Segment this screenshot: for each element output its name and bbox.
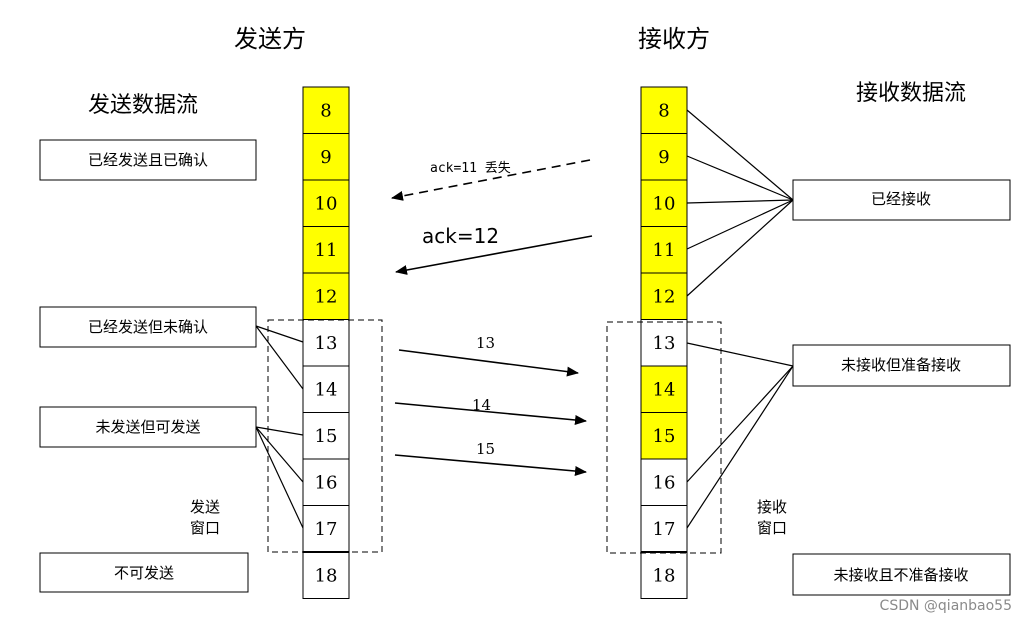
receiver-category-not-ready-label: 未接收且不准备接收 <box>833 566 968 584</box>
sender-category-not-sendable-label: 不可发送 <box>114 564 174 582</box>
ack-ok-label: ack=12 <box>422 224 499 248</box>
sender-category-sent-unacked-label: 已经发送但未确认 <box>88 318 208 336</box>
receiver-cell-12-label: 12 <box>653 286 676 307</box>
sender-sequence-column: 8 9 10 11 12 13 14 15 16 17 18 <box>302 86 350 599</box>
sender-cell-9-box <box>302 133 350 181</box>
sender-cell-14-label: 14 <box>315 379 338 400</box>
sender-cell-10-label: 10 <box>315 193 338 214</box>
receiver-title: 接收方 <box>638 25 710 53</box>
sender-cell-10: 10 <box>302 179 350 227</box>
receiver-cell-9-label: 9 <box>658 147 669 168</box>
receiver-cell-10: 10 <box>640 179 688 227</box>
receiver-cell-10-label: 10 <box>653 193 676 214</box>
sender-cell-15: 15 <box>302 412 350 460</box>
receiver-cell-13-label: 13 <box>653 333 676 354</box>
receiver-cell-8: 8 <box>640 86 688 134</box>
receiver-cell-11-label: 11 <box>653 240 676 261</box>
receiver-window-label-line1: 接收 <box>757 498 787 516</box>
sender-window-label-line2: 窗口 <box>190 519 220 537</box>
segment-15-label: 15 <box>476 440 495 458</box>
sender-cell-17-label: 17 <box>315 519 338 540</box>
segment-15-arrow <box>394 454 587 477</box>
sender-cell-18-label: 18 <box>315 565 338 586</box>
sender-cell-13-box <box>302 319 350 367</box>
receiver-cell-16: 16 <box>640 458 688 506</box>
ack-lost-label: ack=11 丢失 <box>430 161 511 176</box>
receiver-sequence-column: 8 9 10 11 12 13 14 15 16 17 18 <box>640 86 688 599</box>
receiver-cell-14: 14 <box>640 365 688 413</box>
sender-stream-title: 发送数据流 <box>88 93 198 118</box>
sender-cell-8-label: 8 <box>320 100 331 121</box>
sender-cell-11-label: 11 <box>315 240 338 261</box>
sender-cell-13-label: 13 <box>315 333 338 354</box>
sender-cell-16: 16 <box>302 458 350 506</box>
receiver-cell-14-box <box>640 365 688 413</box>
receiver-cell-9: 9 <box>640 133 688 181</box>
sender-cell-18: 18 <box>302 551 350 599</box>
receiver-cell-9-box <box>640 133 688 181</box>
receiver-cell-18: 18 <box>640 551 688 599</box>
sender-category-sendable: 未发送但可发送 <box>39 406 257 448</box>
receiver-category-received: 已经接收 <box>792 179 1011 221</box>
sender-category-not-sendable: 不可发送 <box>39 552 249 593</box>
receiver-cell-14-label: 14 <box>653 379 676 400</box>
sender-cell-10-box <box>302 179 350 227</box>
ack-ok-arrow <box>395 235 593 275</box>
receiver-stream-title: 接收数据流 <box>856 81 966 106</box>
sender-cell-17-box <box>302 505 350 553</box>
sender-cell-11-box <box>302 226 350 274</box>
receiver-cell-18-box <box>640 551 688 599</box>
segment-13-arrow <box>398 349 579 377</box>
sender-cell-18-box <box>302 551 350 599</box>
sender-category-acked: 已经发送且已确认 <box>39 139 257 181</box>
sender-cell-11: 11 <box>302 226 350 274</box>
receiver-cell-17: 17 <box>640 505 688 553</box>
receiver-window-label-line2: 窗口 <box>757 519 787 537</box>
sender-category-acked-label: 已经发送且已确认 <box>88 151 208 169</box>
receiver-cell-13: 13 <box>640 319 688 367</box>
receiver-cell-10-box <box>640 179 688 227</box>
receiver-cell-15-box <box>640 412 688 460</box>
receiver-cell-15: 15 <box>640 412 688 460</box>
receiver-cell-11: 11 <box>640 226 688 274</box>
sender-window-label-line1: 发送 <box>190 498 220 516</box>
receiver-category-not-ready: 未接收且不准备接收 <box>792 553 1011 596</box>
sender-cell-9-label: 9 <box>320 147 331 168</box>
sender-cell-15-label: 15 <box>315 426 338 447</box>
segment-13-label: 13 <box>476 334 495 352</box>
receiver-cell-8-label: 8 <box>658 100 669 121</box>
sender-cell-17: 17 <box>302 505 350 553</box>
receiver-connectors <box>686 109 794 529</box>
receiver-category-ready: 未接收但准备接收 <box>792 344 1011 387</box>
sender-cell-8: 8 <box>302 86 350 134</box>
ack-lost-arrow <box>391 159 591 201</box>
receiver-cell-18-label: 18 <box>653 565 676 586</box>
watermark: CSDN @qianbao55 <box>880 598 1012 614</box>
segment-14-arrow <box>394 402 587 425</box>
sender-cell-14: 14 <box>302 365 350 413</box>
sender-window-frame <box>267 319 383 553</box>
receiver-cell-12: 12 <box>640 272 688 320</box>
sender-connectors <box>255 325 304 529</box>
sender-cell-9: 9 <box>302 133 350 181</box>
segment-14-label: 14 <box>472 396 491 414</box>
sender-category-sendable-label: 未发送但可发送 <box>95 418 200 436</box>
receiver-cell-15-label: 15 <box>653 426 676 447</box>
receiver-category-received-label: 已经接收 <box>871 190 931 208</box>
sender-cell-15-box <box>302 412 350 460</box>
receiver-window-frame <box>606 321 722 554</box>
sender-cell-16-label: 16 <box>315 472 338 493</box>
sender-cell-13: 13 <box>302 319 350 367</box>
sender-cell-8-box <box>302 86 350 134</box>
receiver-category-ready-label: 未接收但准备接收 <box>841 356 961 374</box>
receiver-cell-16-label: 16 <box>653 472 676 493</box>
sender-cell-12: 12 <box>302 272 350 320</box>
receiver-cell-17-label: 17 <box>653 519 676 540</box>
sender-title: 发送方 <box>234 25 306 53</box>
sender-category-sent-unacked: 已经发送但未确认 <box>39 306 257 348</box>
sender-cell-12-label: 12 <box>315 286 338 307</box>
receiver-cell-11-box <box>640 226 688 274</box>
